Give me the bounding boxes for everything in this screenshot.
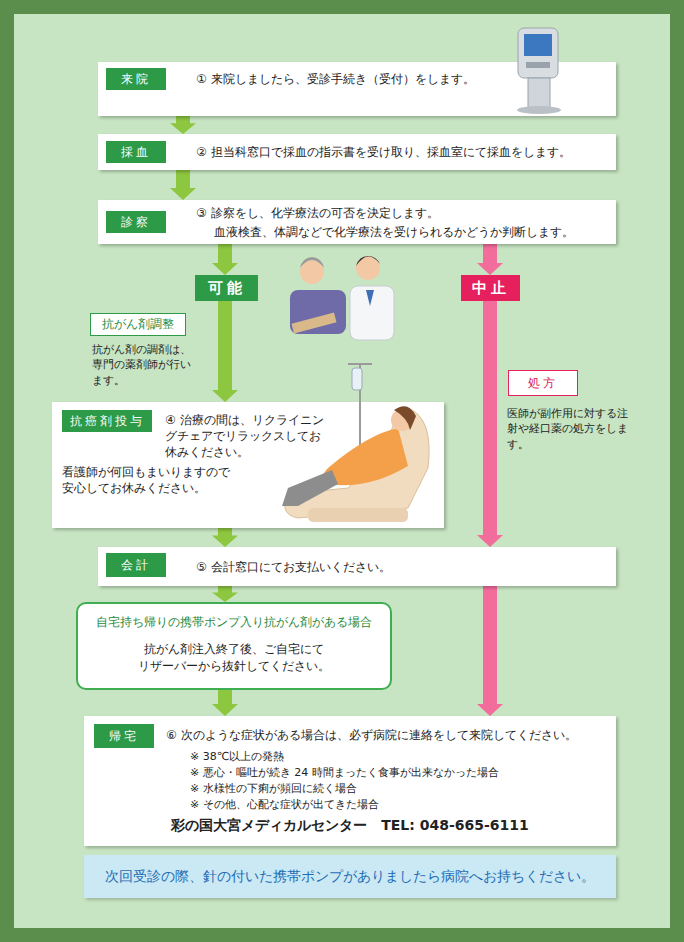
home-row: ⑥ 次のような症状がある場合は、必ず病院に連絡をして来院してください。 ※ 38℃… [84, 716, 616, 846]
node-text: ※ 悪心・嘔吐が続き 24 時間まったく食事が出来なかった場合 [190, 765, 499, 780]
pump-note-box: 自宅持ち帰りの携帯ポンプ入り抗がん剤がある場合抗がん剤注入終了後、ご自宅にて リ… [76, 602, 392, 690]
flow-arrow [212, 586, 238, 602]
step-row: ② 担当科窓口で採血の指示書を受け取り、採血室にて採血をします。 採血 [98, 134, 616, 170]
node-text: 可能 [208, 279, 246, 298]
consultation-illustration [290, 256, 394, 340]
node-text: ※ 38℃以上の発熱 [190, 749, 284, 764]
node-text: 抗癌剤投与 [70, 413, 145, 430]
node-text: 看護師が何回もまいりますので安心してお休みください。 [62, 464, 238, 496]
step-tag: 帰宅 [94, 724, 154, 748]
node-text: 採血 [121, 144, 151, 161]
node-text: ※ 水様性の下痢が頻回に続く場合 [190, 781, 357, 796]
note-text: 医師が副作用に対する注射や経口薬の処方をします。 [507, 406, 633, 452]
flow-arrow [477, 244, 503, 275]
infusion-panel: ④ 治療の間は、リクライニングチェアでリラックスしてお休みください。看護師が何回… [52, 402, 444, 528]
decision-yes: 可能 [195, 275, 258, 301]
flow-arrow [170, 116, 196, 134]
node-text: 抗がん剤注入終了後、ご自宅にて リザーバーから抜針してください。 [86, 641, 382, 676]
notice-band: 次回受診の際、針の付いた携帯ポンプがありましたら病院へお持ちください。 [84, 855, 616, 898]
node-text: ② 担当科窓口で採血の指示書を受け取り、採血室にて採血をします。 [196, 144, 571, 161]
note-text: 抗がん剤の調剤は、専門の薬剤師が行います。 [92, 342, 194, 388]
node-text: 処方 [528, 375, 558, 392]
node-text: ※ その他、心配な症状が出てきた場合 [190, 797, 379, 812]
flow-arrow [477, 586, 503, 716]
node-text: ① 来院しましたら、受診手続き（受付）をします。 [196, 71, 475, 88]
prep-box: 抗がん剤調整 [90, 313, 186, 336]
flow-arrow [170, 170, 196, 200]
node-text: 帰宅 [109, 728, 139, 745]
step-tag: 採血 [106, 141, 166, 163]
node-text: 会計 [121, 557, 151, 574]
node-text: 中止 [472, 279, 510, 298]
step-tag: 診察 [106, 211, 166, 233]
step-tag: 抗癌剤投与 [62, 410, 152, 432]
node-text: 次回受診の際、針の付いた携帯ポンプがありましたら病院へお持ちください。 [105, 868, 595, 886]
step-row: ⑤ 会計窓口にてお支払いください。 会計 [98, 547, 616, 586]
decision-no: 中止 [461, 275, 520, 301]
flow-arrow [212, 690, 238, 716]
node-text: ④ 治療の間は、リクライニングチェアでリラックスしてお休みください。 [165, 412, 327, 461]
node-text: 診察 [121, 214, 151, 231]
step-tag: 会計 [106, 553, 166, 577]
node-text: 血液検査、体調などで化学療法を受けられるかどうか判断します。 [214, 224, 574, 241]
step-row: ① 来院しましたら、受診手続き（受付）をします。 来院 [98, 62, 616, 116]
step-tag: 来院 [106, 68, 166, 90]
flow-arrow [477, 301, 503, 547]
step-row: ③ 診察をし、化学療法の可否を決定します。血液検査、体調などで化学療法を受けられ… [98, 200, 616, 244]
flow-arrow [212, 528, 238, 547]
node-text: ⑥ 次のような症状がある場合は、必ず病院に連絡をして来院してください。 [166, 727, 577, 744]
flow-arrow [212, 301, 238, 402]
flow-arrow [212, 244, 238, 275]
node-text: ③ 診察をし、化学療法の可否を決定します。 [196, 205, 439, 222]
node-text: 抗がん剤調整 [102, 316, 174, 333]
prescription-box: 処方 [508, 370, 578, 396]
node-text: 自宅持ち帰りの携帯ポンプ入り抗がん剤がある場合 [86, 614, 382, 631]
node-text: 来院 [121, 71, 151, 88]
node-text: ⑤ 会計窓口にてお支払いください。 [196, 559, 391, 576]
node-text: 彩の国大宮メディカルセンター TEL: 048-665-6111 [84, 817, 616, 835]
reception-kiosk-illustration [510, 26, 570, 116]
